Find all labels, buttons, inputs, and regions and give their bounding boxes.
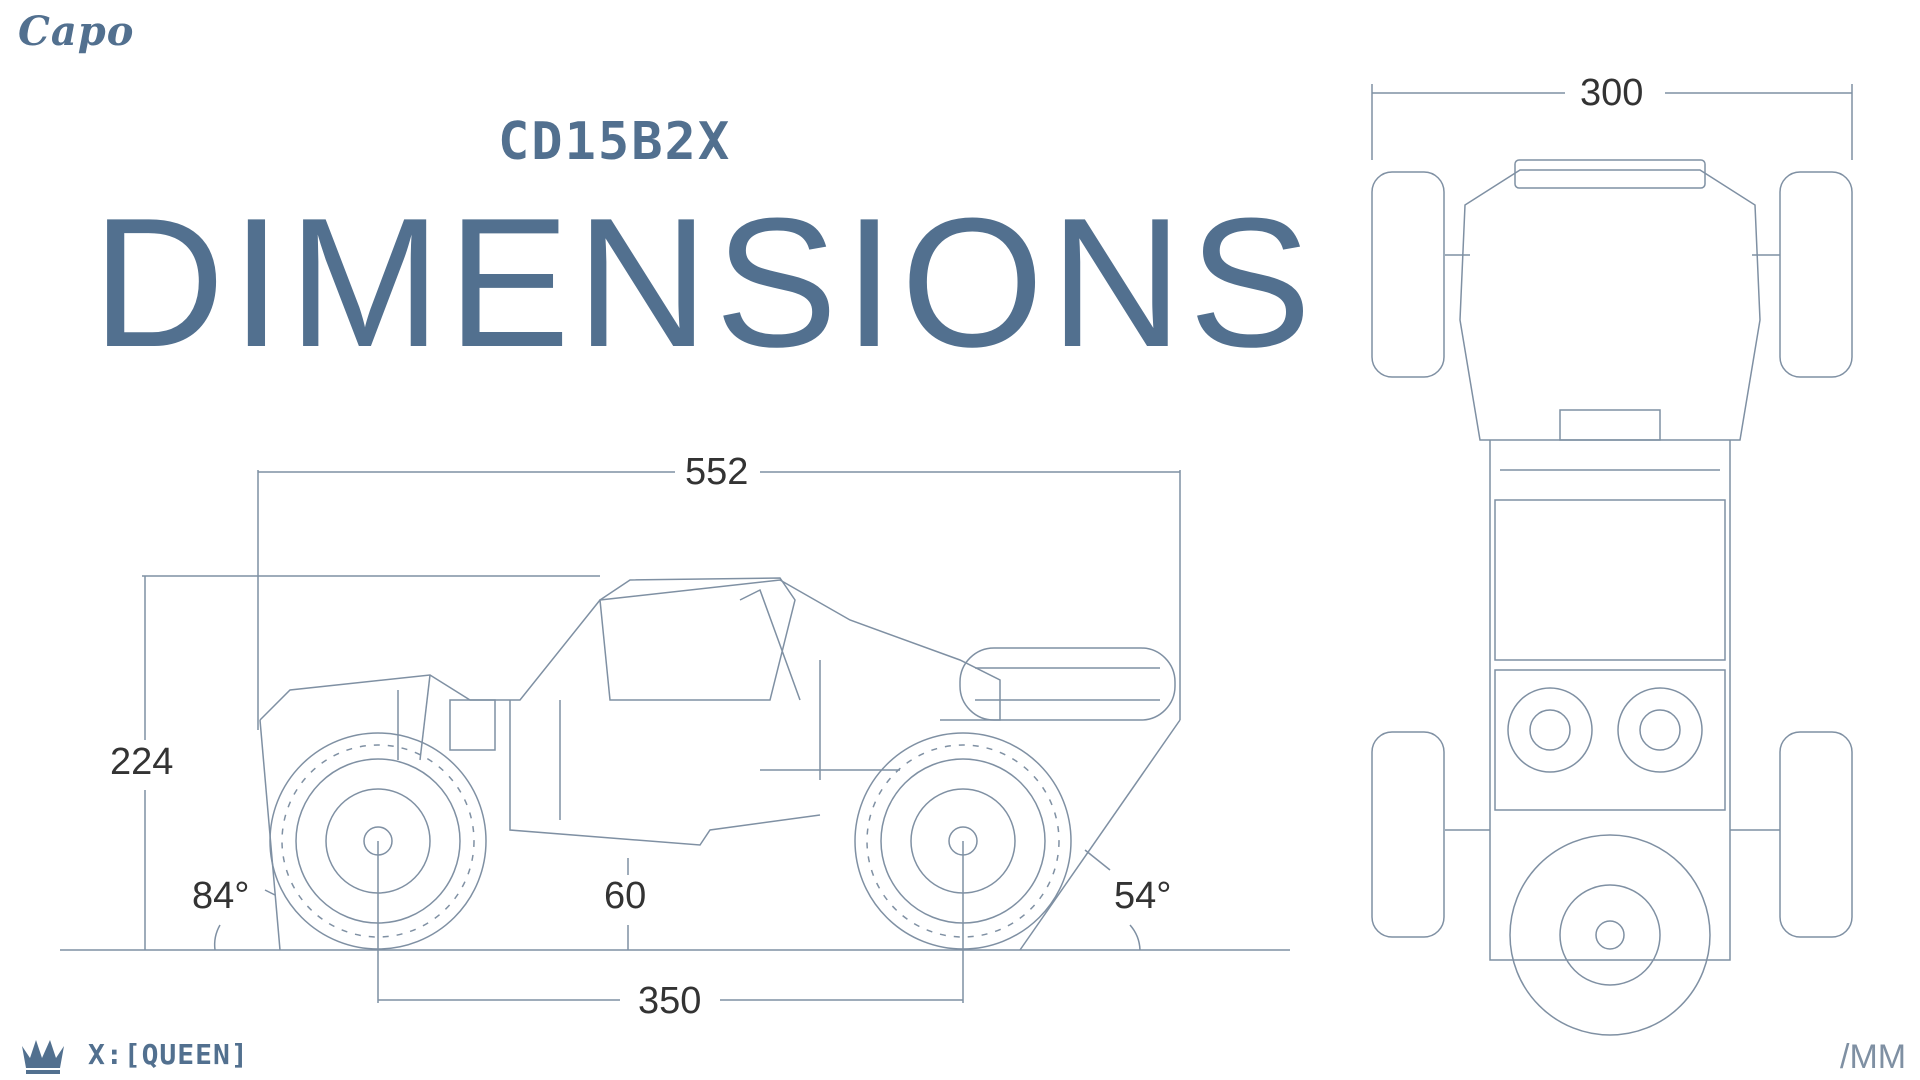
- approach-angle-label: 84°: [182, 876, 260, 916]
- side-view-vehicle: [259, 577, 1176, 950]
- width-label: 300: [1570, 73, 1654, 113]
- model-name: CD15B2X: [498, 112, 732, 172]
- width-dimension-line: [1371, 84, 1853, 160]
- length-dimension-line: [257, 470, 1181, 730]
- brand-logo: Capo: [18, 8, 135, 55]
- wheelbase-label: 350: [628, 981, 712, 1021]
- departure-angle-line: [1019, 719, 1181, 951]
- departure-angle-label: 54°: [1104, 876, 1182, 916]
- approach-angle-line: [213, 719, 281, 951]
- length-label: 552: [675, 452, 759, 492]
- top-view-vehicle: [1371, 159, 1853, 1036]
- height-dimension-line: [142, 575, 600, 950]
- clearance-label: 60: [594, 876, 657, 916]
- unit-label: /MM: [1840, 1038, 1907, 1076]
- crown-icon: [22, 1040, 64, 1074]
- footer-brand: X:[QUEEN]: [88, 1038, 249, 1071]
- wheelbase-dimension-line: [377, 841, 964, 1003]
- page-title: DIMENSIONS: [92, 179, 1318, 385]
- height-label: 224: [100, 742, 184, 782]
